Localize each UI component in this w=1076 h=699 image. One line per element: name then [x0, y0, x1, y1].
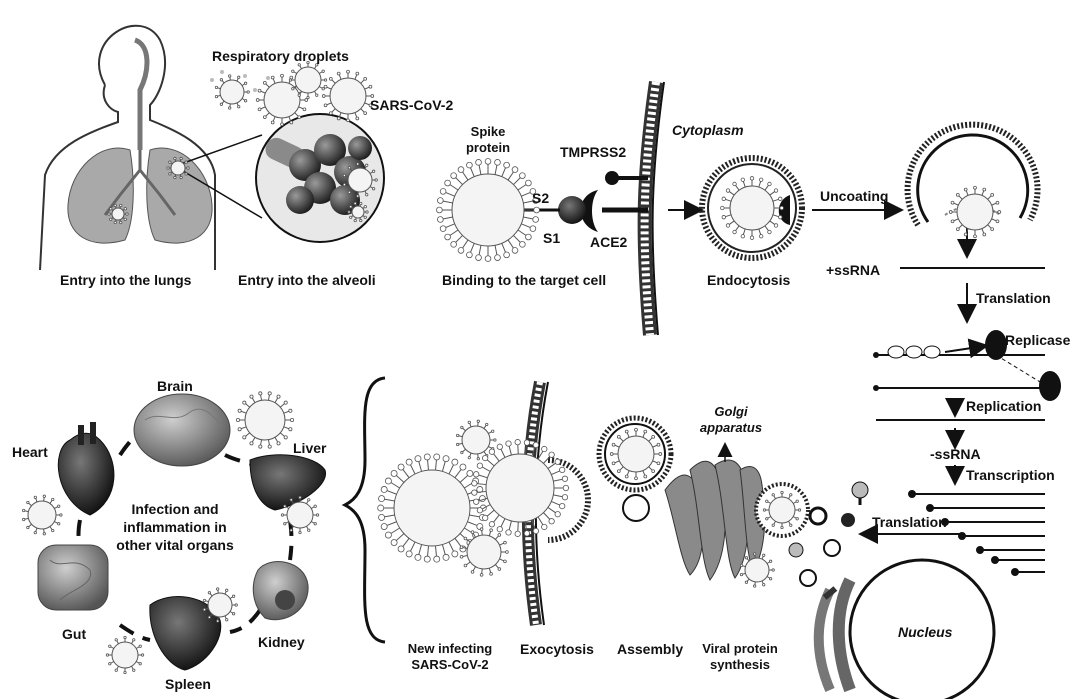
- virion-icon: [106, 636, 144, 674]
- virion-icon: [322, 70, 373, 121]
- label-viral-protein-synthesis: Viral protein synthesis: [700, 641, 780, 673]
- label-gut: Gut: [62, 626, 86, 642]
- label-transcription: Transcription: [966, 467, 1055, 483]
- label-organs-center: Infection and inflammation in other vita…: [115, 500, 235, 554]
- virion-icon: [437, 159, 540, 262]
- virion-icon: [949, 186, 1000, 237]
- virion-icon: [721, 177, 784, 240]
- label-ace2: ACE2: [590, 234, 627, 250]
- virion-icon: [215, 75, 249, 109]
- label-spleen: Spleen: [165, 676, 211, 692]
- brain-illustration: [134, 394, 230, 466]
- label-ssrna-negative: -ssRNA: [930, 446, 981, 462]
- label-s2: S2: [532, 190, 549, 206]
- label-exocytosis: Exocytosis: [520, 641, 594, 657]
- label-binding: Binding to the target cell: [442, 272, 606, 288]
- label-entry-alveoli: Entry into the alveoli: [238, 272, 376, 288]
- label-s1: S1: [543, 230, 560, 246]
- label-sars-cov-2-top: SARS-CoV-2: [370, 97, 453, 113]
- label-cytoplasm: Cytoplasm: [672, 122, 744, 138]
- label-brain: Brain: [157, 378, 193, 394]
- label-replicase: Replicase: [1005, 332, 1070, 348]
- label-translation-top: Translation: [976, 290, 1051, 306]
- virion-icon: [203, 588, 237, 622]
- label-entry-lungs: Entry into the lungs: [60, 272, 191, 288]
- label-assembly: Assembly: [617, 641, 683, 657]
- virion-icon: [740, 553, 774, 587]
- virion-icon: [460, 528, 508, 576]
- label-spike-protein: Spike protein: [455, 124, 521, 156]
- label-golgi-apparatus: Golgi apparatus: [695, 404, 767, 436]
- heart-illustration: [58, 422, 114, 515]
- label-new-infecting: New infecting SARS-CoV-2: [400, 641, 500, 673]
- label-respiratory-droplets: Respiratory droplets: [212, 48, 349, 64]
- label-uncoating: Uncoating: [820, 188, 888, 204]
- label-replication: Replication: [966, 398, 1041, 414]
- label-heart: Heart: [12, 444, 48, 460]
- liver-illustration: [250, 455, 326, 510]
- virion-icon: [610, 428, 661, 479]
- label-endocytosis: Endocytosis: [707, 272, 790, 288]
- label-liver: Liver: [293, 440, 326, 456]
- human-body-illustration: [40, 26, 215, 270]
- kidney-illustration: [253, 562, 308, 620]
- label-kidney: Kidney: [258, 634, 305, 650]
- virion-icon: [236, 392, 293, 448]
- virion-icon: [22, 495, 62, 535]
- label-translation-bottom: Translation: [872, 514, 947, 530]
- label-nucleus: Nucleus: [898, 624, 952, 640]
- gut-illustration: [38, 545, 108, 610]
- label-ssrna-positive: +ssRNA: [826, 262, 880, 278]
- label-tmprss2: TMPRSS2: [560, 144, 626, 160]
